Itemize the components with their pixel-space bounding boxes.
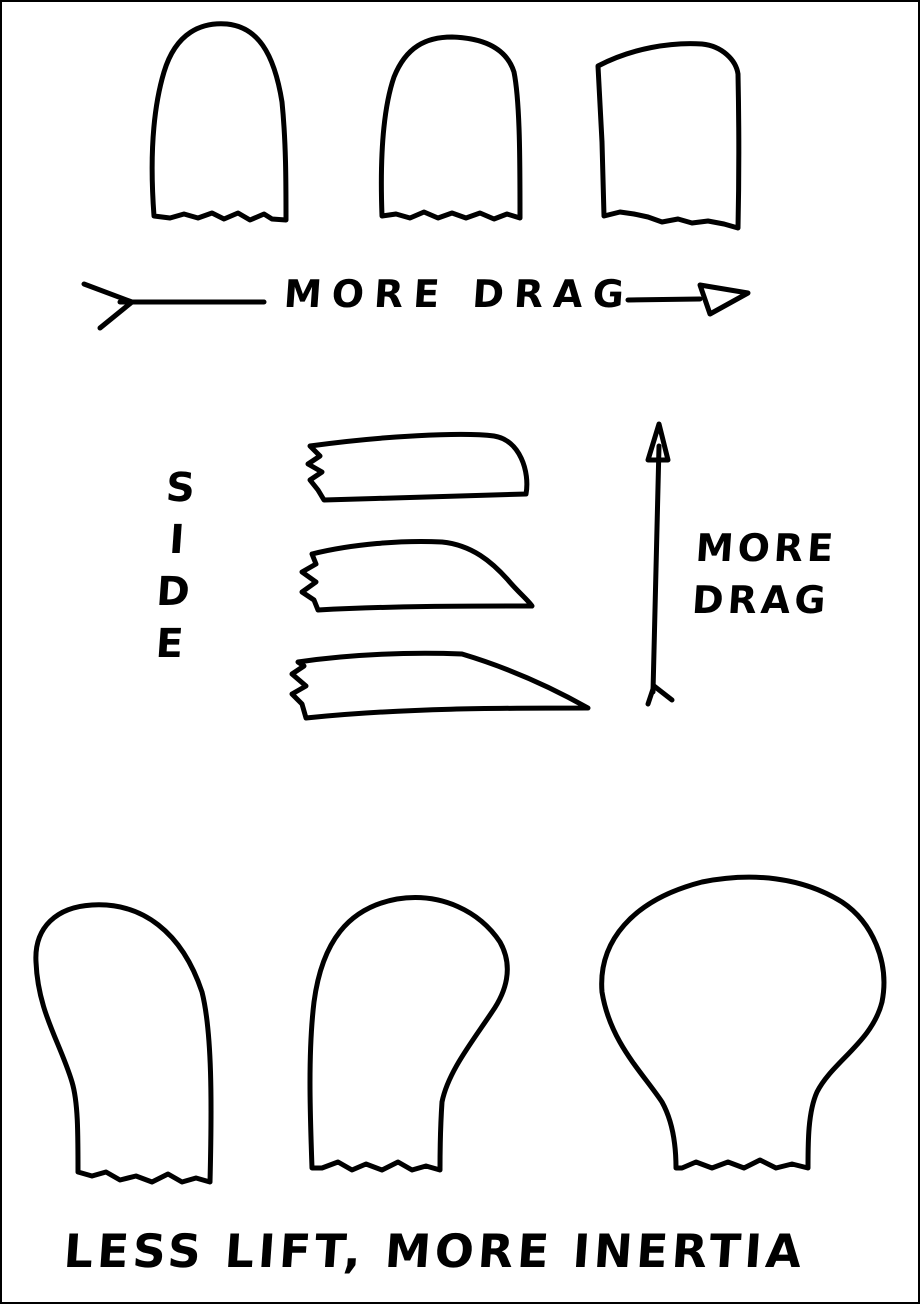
bottom-shapes xyxy=(36,877,884,1182)
vertical-arrow-tail xyxy=(648,686,672,704)
top-shapes xyxy=(152,24,739,228)
bottom-shape-wide xyxy=(602,877,884,1168)
arrow-head xyxy=(700,285,748,314)
side-shapes xyxy=(292,434,588,718)
side-letter: I xyxy=(150,514,204,566)
horizontal-arrow-label: MORE DRAG xyxy=(282,272,635,316)
side-letter: D xyxy=(146,566,200,618)
bottom-caption: LESS LIFT, MORE INERTIA xyxy=(62,1224,807,1278)
top-shape-semi-rounded xyxy=(381,37,520,219)
vertical-arrow-label: MORE DRAG xyxy=(690,522,839,626)
side-shape-blunt xyxy=(308,434,527,500)
vertical-arrow xyxy=(648,424,672,704)
vertical-arrow-label-line: MORE xyxy=(694,522,839,574)
side-letter: S xyxy=(154,462,208,514)
top-shape-square xyxy=(598,44,739,228)
side-shape-sharp xyxy=(292,653,588,718)
arrow-tail xyxy=(84,284,132,328)
side-letter: E xyxy=(143,618,197,670)
vertical-arrow-label-line: DRAG xyxy=(690,574,835,626)
bottom-shape-narrow xyxy=(36,905,211,1182)
arrow-shaft-right xyxy=(628,299,700,300)
side-shape-tapered xyxy=(302,542,532,611)
bottom-shape-medium xyxy=(310,898,507,1170)
vertical-arrow-shaft xyxy=(653,446,659,692)
top-shape-rounded xyxy=(152,24,286,220)
